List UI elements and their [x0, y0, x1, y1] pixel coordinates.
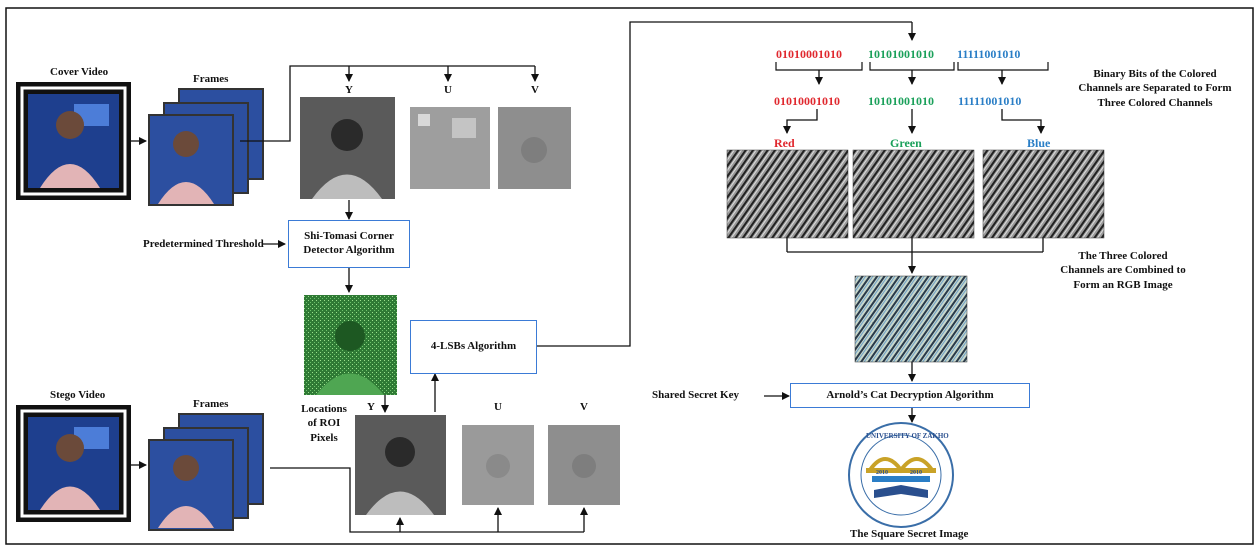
blue-channel-image	[982, 149, 1105, 239]
yuv-top-y-label: Y	[345, 84, 353, 96]
shi-tomasi-box: Shi-Tomasi Corner Detector Algorithm	[288, 220, 410, 268]
stego-video-label: Stego Video	[50, 389, 106, 401]
stego-video-thumbnail	[16, 405, 131, 522]
logo-year-left: 2010	[876, 470, 888, 476]
yuv-top-u-label: U	[444, 84, 452, 96]
binary-note: Binary Bits of the Colored Channels are …	[1078, 68, 1232, 109]
yuv-top-v-label: V	[531, 84, 539, 96]
logo-year-right: 2010	[910, 470, 922, 476]
lsb-box: 4-LSBs Algorithm	[410, 320, 537, 374]
cover-video-thumbnail	[16, 82, 131, 200]
shared-key-label: Shared Secret Key	[652, 389, 739, 401]
yuv-bottom-u-label: U	[494, 401, 502, 413]
bits-combined-blue: 11111001010	[957, 47, 1021, 61]
combine-note: The Three Colored Channels are Combined …	[1060, 250, 1186, 291]
predetermined-threshold-label: Predetermined Threshold	[143, 238, 264, 250]
channel-label-blue: Blue	[1027, 136, 1051, 150]
logo-text: UNIVERSITY OF ZAKHO	[866, 432, 949, 440]
cover-video-label: Cover Video	[50, 66, 109, 78]
arnold-box: Arnold’s Cat Decryption Algorithm	[790, 383, 1030, 408]
university-logo	[848, 422, 954, 528]
bits-separated-green: 10101001010	[868, 94, 934, 108]
frames-stack-bottom	[148, 413, 264, 531]
bits-combined-red: 01010001010	[776, 47, 842, 61]
red-channel-image	[726, 149, 849, 239]
shi-tomasi-line2: Detector Algorithm	[303, 244, 395, 256]
bits-combined-green: 10101001010	[868, 47, 934, 61]
secret-image-label: The Square Secret Image	[850, 528, 969, 540]
frames-stack-top	[148, 88, 264, 206]
channel-label-red: Red	[774, 136, 795, 150]
frames-label-top: Frames	[193, 73, 229, 85]
outer-border	[5, 7, 1254, 545]
shi-tomasi-line1: Shi-Tomasi Corner	[304, 230, 394, 243]
green-channel-image	[852, 149, 975, 239]
yuv-bottom-y-label: Y	[367, 401, 375, 413]
roi-label: Locations of ROI Pixels	[301, 403, 347, 444]
channel-label-green: Green	[890, 136, 922, 150]
frames-label-bottom: Frames	[193, 398, 229, 410]
rgb-combined-image	[854, 275, 968, 363]
bits-separated-blue: 11111001010	[958, 94, 1022, 108]
yuv-bottom-v-label: V	[580, 401, 588, 413]
bits-separated-red: 01010001010	[774, 94, 840, 108]
